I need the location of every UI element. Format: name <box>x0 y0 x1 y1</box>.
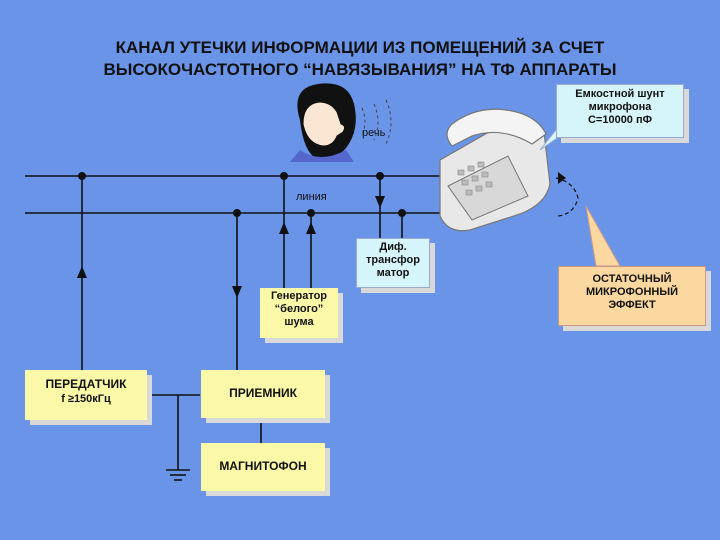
receiver-box: ПРИЕМНИК <box>201 370 325 418</box>
telephone-icon <box>439 108 579 232</box>
line-label: линия <box>296 191 327 203</box>
title-line-1: КАНАЛ УТЕЧКИ ИНФОРМАЦИИ ИЗ ПОМЕЩЕНИЙ ЗА … <box>115 38 605 57</box>
receiver-label: ПРИЕМНИК <box>229 386 297 400</box>
shunt-line-3: C=10000 пФ <box>587 114 653 126</box>
arrow-up-transmitter <box>77 266 87 278</box>
transformer-line-2: трансфор <box>366 254 420 266</box>
recorder-label: МАГНИТОФОН <box>219 459 307 473</box>
residual-effect-box: ОСТАТОЧНЫЙ МИКРОФОННЫЙ ЭФФЕКТ <box>558 266 706 326</box>
person-icon <box>290 83 356 162</box>
transmitter-label: ПЕРЕДАТЧИК <box>45 377 127 391</box>
title-line-2: ВЫСОКОЧАСТОТНОГО “НАВЯЗЫВАНИЯ” НА ТФ АПП… <box>103 60 617 79</box>
generator-line-2: “белого” <box>274 303 324 315</box>
residual-line-3: ЭФФЕКТ <box>608 299 656 311</box>
generator-line-3: шума <box>284 316 314 328</box>
residual-callout-pointer <box>585 205 621 267</box>
speech-label: речь <box>362 127 386 139</box>
sound-waves <box>361 99 392 145</box>
arrow-down-receiver <box>232 286 242 298</box>
shunt-line-2: микрофона <box>588 101 652 113</box>
generator-line-1: Генератор <box>270 290 328 302</box>
generator-box: Генератор “белого” шума <box>260 288 338 338</box>
residual-line-2: МИКРОФОННЫЙ <box>585 286 679 298</box>
transformer-box: Диф. трансфор матор <box>356 238 430 288</box>
residual-line-1: ОСТАТОЧНЫЙ <box>592 273 672 285</box>
arrow-up-generator-1 <box>279 222 289 234</box>
transmitter-frequency: f ≥150кГц <box>61 393 111 405</box>
shunt-box: Емкостной шунт микрофона C=10000 пФ <box>556 84 684 138</box>
transformer-line-3: матор <box>376 267 410 279</box>
transformer-line-1: Диф. <box>379 241 407 253</box>
arrow-up-generator-2 <box>306 222 316 234</box>
transmitter-box: ПЕРЕДАТЧИК f ≥150кГц <box>25 370 147 420</box>
arrow-down-transformer <box>375 196 385 208</box>
shunt-line-1: Емкостной шунт <box>575 88 665 100</box>
recorder-box: МАГНИТОФОН <box>201 443 325 491</box>
